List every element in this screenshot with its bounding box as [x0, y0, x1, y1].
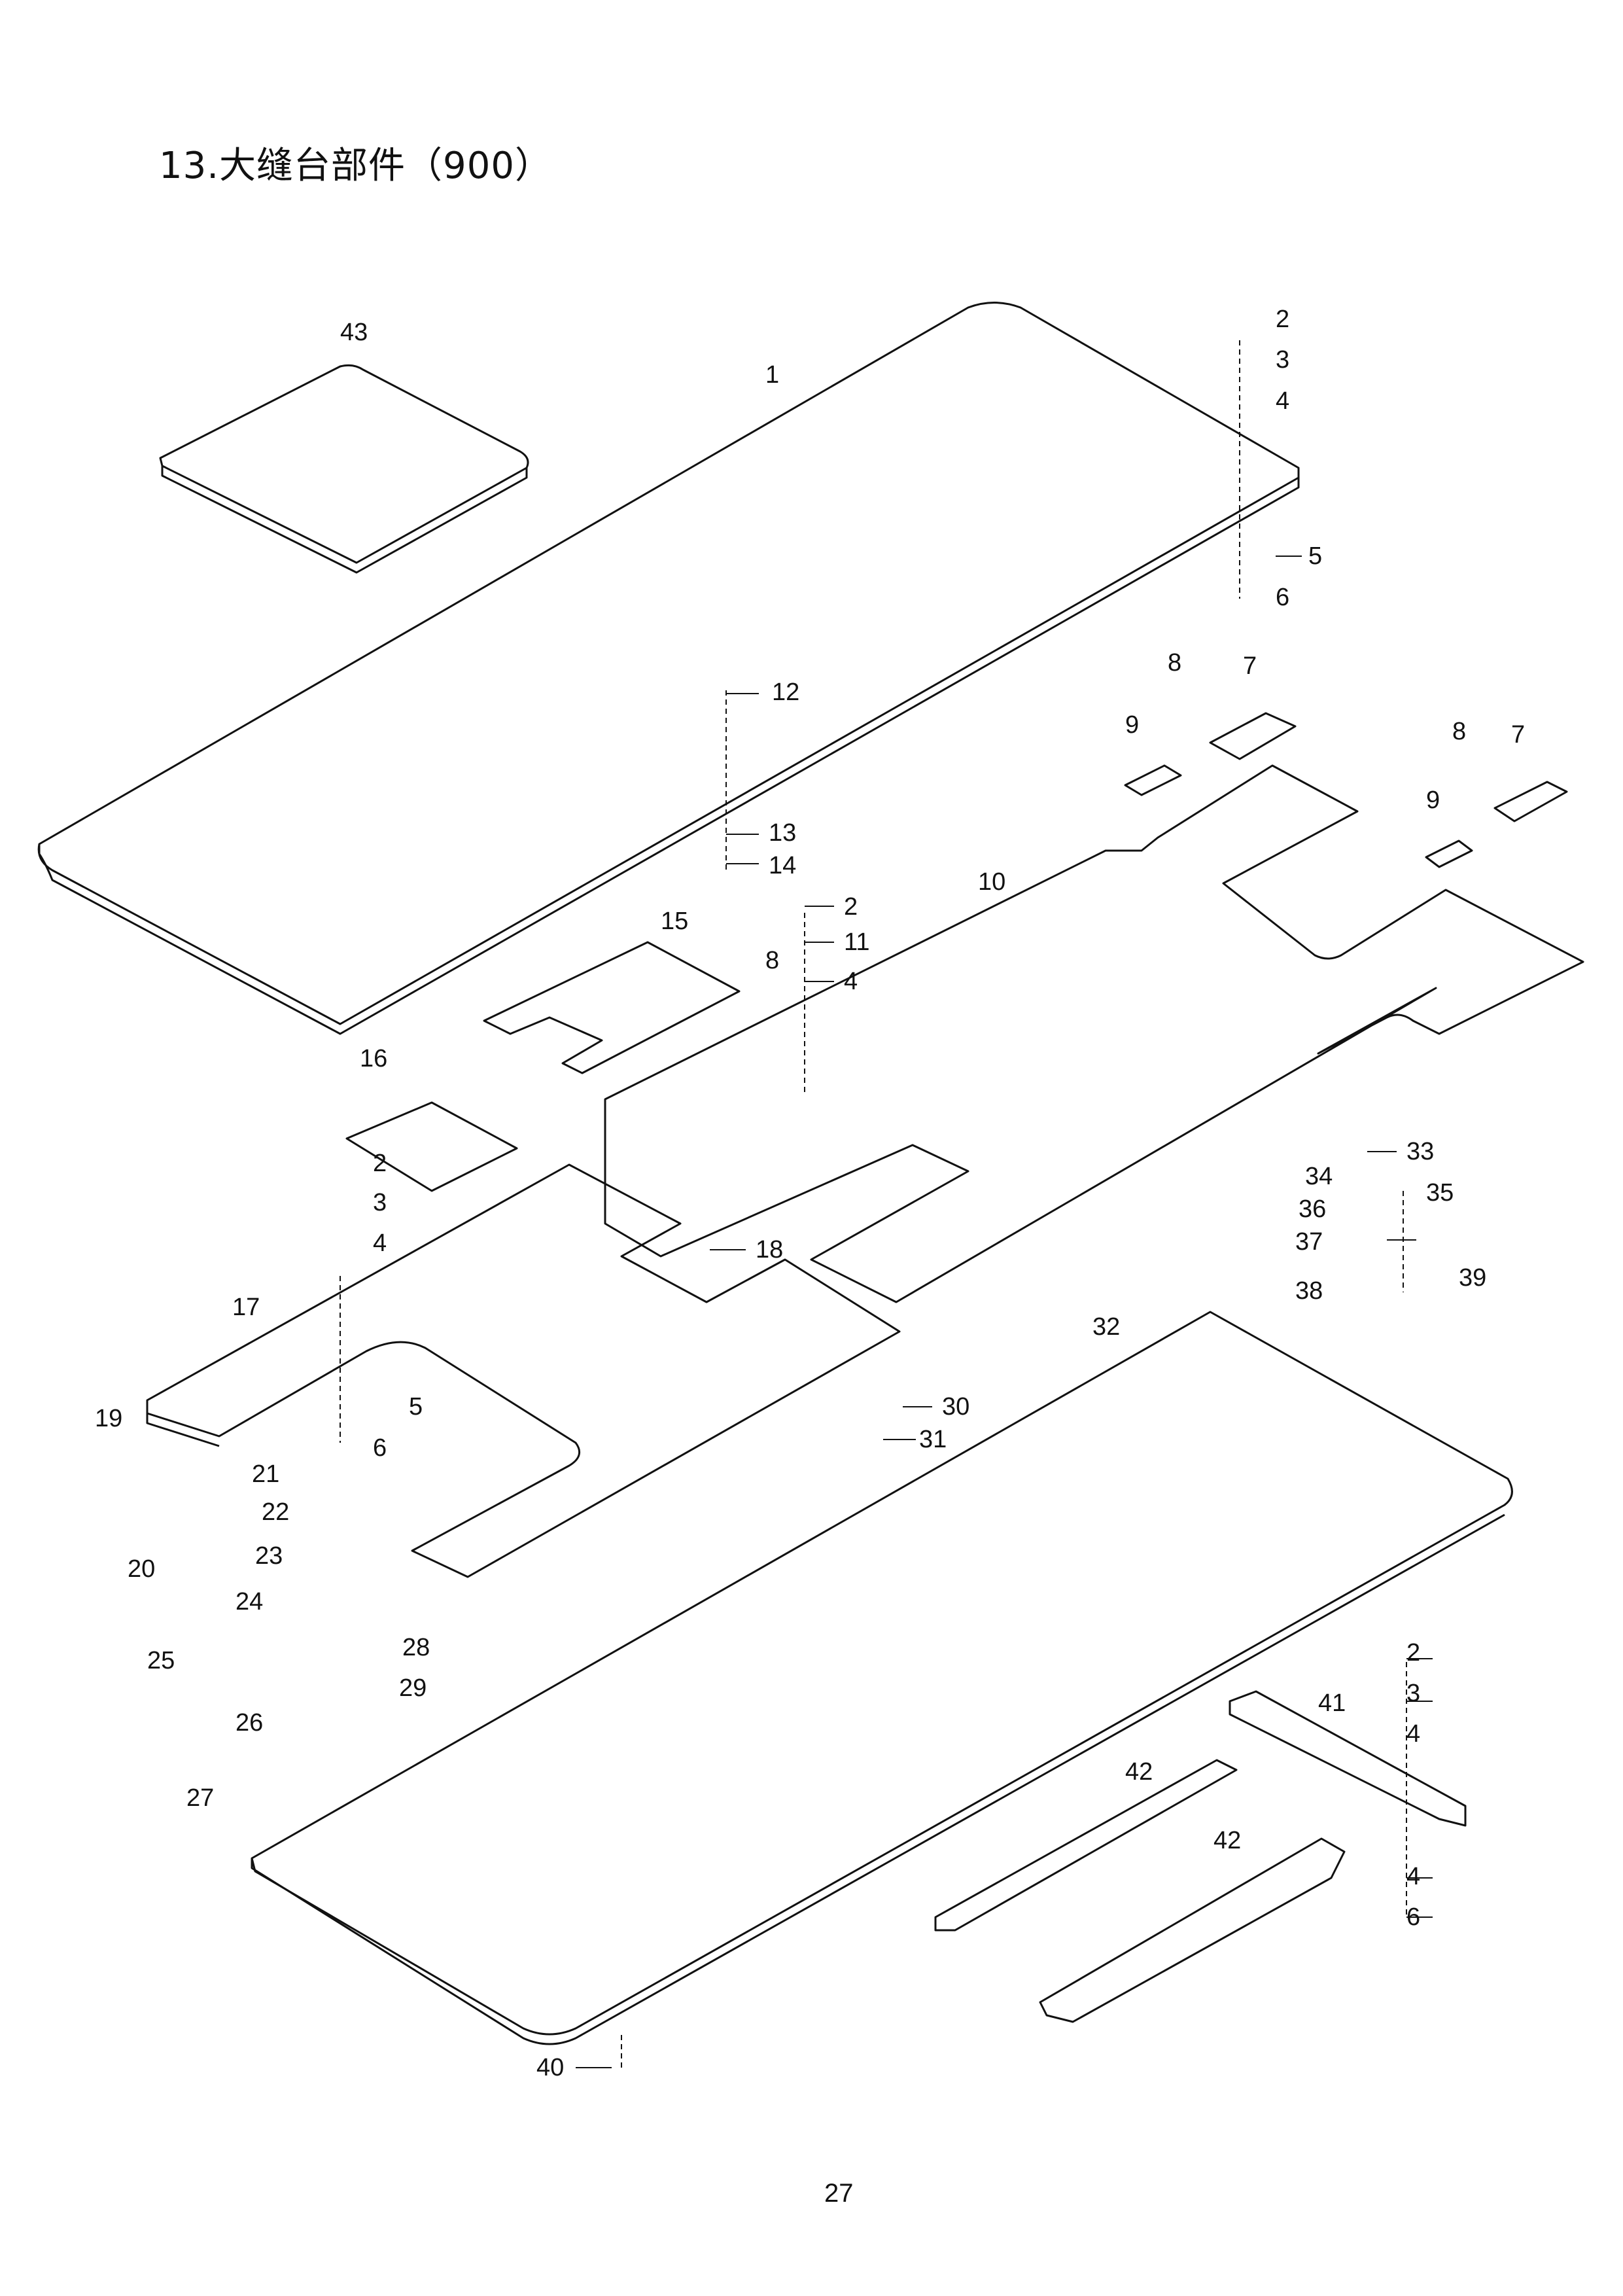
callout-8a: 8 — [1168, 649, 1181, 677]
callout-41: 41 — [1318, 1689, 1346, 1717]
part-17-u-board — [146, 1163, 901, 1578]
callout-2: 2 — [1276, 306, 1289, 333]
callout-28: 28 — [402, 1634, 430, 1661]
callout-12: 12 — [772, 679, 799, 706]
part-42-bracket-a — [934, 1759, 1238, 1932]
callout-9a: 9 — [1125, 711, 1139, 739]
callout-24: 24 — [236, 1588, 263, 1616]
callout-36: 36 — [1299, 1195, 1326, 1223]
part-42-bracket-b — [1039, 1837, 1346, 2023]
callout-4: 4 — [1276, 387, 1289, 415]
page-number: 27 — [824, 2179, 854, 2208]
callout-34: 34 — [1305, 1163, 1333, 1190]
callout-40: 40 — [536, 2054, 564, 2081]
part-32-bottom-board — [251, 1311, 1513, 2036]
callout-6: 6 — [1276, 584, 1289, 611]
part-41-bracket — [1229, 1690, 1467, 1827]
callout-4d: 4 — [1406, 1720, 1420, 1748]
callout-25: 25 — [147, 1647, 175, 1674]
callout-18: 18 — [756, 1236, 783, 1263]
callout-30: 30 — [942, 1393, 969, 1421]
part-7-plate-a — [1209, 712, 1297, 760]
callout-13: 13 — [769, 819, 796, 847]
callout-5: 5 — [1308, 542, 1322, 570]
callout-22: 22 — [262, 1498, 289, 1526]
callout-23: 23 — [255, 1542, 283, 1570]
callout-20: 20 — [128, 1555, 155, 1583]
callout-2c: 2 — [373, 1150, 387, 1177]
part-16-plate — [345, 1101, 518, 1192]
callout-27: 27 — [186, 1784, 214, 1812]
callout-43: 43 — [340, 319, 368, 346]
part-10-under-board — [604, 764, 1584, 1303]
callout-16: 16 — [360, 1045, 387, 1072]
callout-6e: 6 — [1406, 1903, 1420, 1931]
callout-4c: 4 — [373, 1229, 387, 1257]
callout-8b: 8 — [1452, 718, 1466, 745]
callout-2d: 2 — [1406, 1639, 1420, 1667]
callout-2b: 2 — [844, 893, 858, 921]
callout-6c: 6 — [373, 1434, 387, 1462]
callout-19: 19 — [95, 1405, 122, 1432]
callout-35: 35 — [1426, 1179, 1454, 1207]
callout-39: 39 — [1459, 1264, 1486, 1292]
callout-31: 31 — [919, 1426, 947, 1453]
page-title: 13.大缝台部件（900） — [159, 145, 552, 187]
callout-29: 29 — [399, 1674, 427, 1702]
part-43-board — [159, 364, 529, 564]
callout-5c: 5 — [409, 1393, 423, 1421]
callout-15: 15 — [661, 908, 688, 935]
callout-37: 37 — [1295, 1228, 1323, 1256]
callout-9b: 9 — [1426, 786, 1440, 814]
callout-32: 32 — [1092, 1313, 1120, 1341]
callout-14: 14 — [769, 852, 796, 879]
callout-3: 3 — [1276, 346, 1289, 374]
callout-7b: 7 — [1511, 721, 1525, 749]
callout-7a: 7 — [1243, 652, 1257, 680]
callout-42a: 42 — [1125, 1758, 1153, 1786]
callout-38: 38 — [1295, 1277, 1323, 1305]
callout-33: 33 — [1406, 1138, 1434, 1165]
callout-4b: 4 — [844, 968, 858, 995]
callout-10: 10 — [978, 868, 1005, 896]
callout-3c: 3 — [373, 1189, 387, 1216]
callout-11: 11 — [844, 928, 869, 956]
part-7-plate-b — [1493, 781, 1568, 822]
callout-42b: 42 — [1213, 1827, 1241, 1854]
part-9-plate-b — [1425, 839, 1473, 868]
callout-17: 17 — [232, 1294, 260, 1321]
callout-21: 21 — [252, 1460, 279, 1488]
part-15-plate — [483, 941, 741, 1074]
callout-1: 1 — [765, 361, 779, 389]
callout-26: 26 — [236, 1709, 263, 1737]
callout-4e: 4 — [1406, 1863, 1420, 1890]
part-9-plate-a — [1124, 764, 1182, 796]
callout-8c: 8 — [765, 947, 779, 974]
callout-3d: 3 — [1406, 1680, 1420, 1707]
